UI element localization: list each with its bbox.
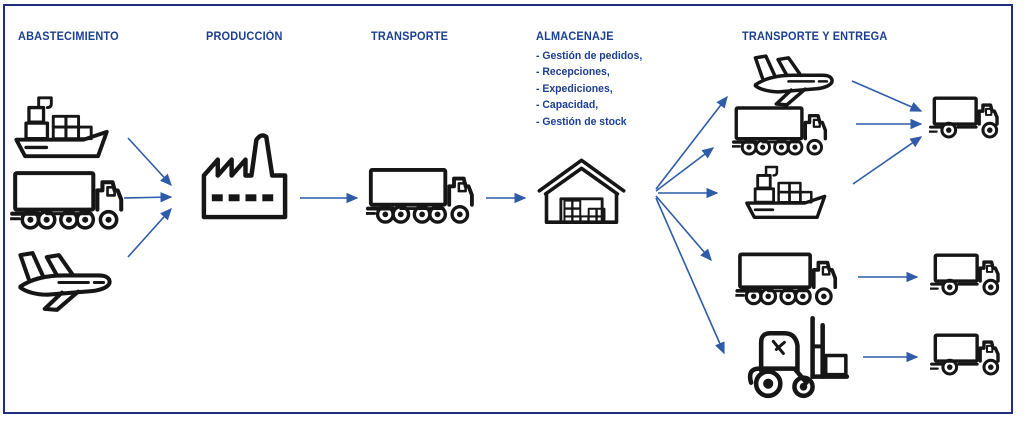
delivery-truck-icon [930,329,1006,384]
bullet-item: - Recepciones, [536,66,610,79]
factory-icon [193,126,296,225]
bullet-item: - Expediciones, [536,82,613,95]
delivery-truck-icon [929,92,1005,147]
airplane-icon [12,246,114,317]
bullet-item: - Gestión de stock [536,115,627,128]
stage-title-produccion: PRODUCCIÓN [206,31,283,43]
stage-title-abastecimiento: ABASTECIMIENTO [18,31,119,43]
diagram-border [3,4,1013,414]
cargo-truck-icon [735,248,847,310]
stage-title-transporte: TRANSPORTE [371,31,449,43]
cargo-ship-icon [745,162,829,224]
stage-title-transporte-entrega: TRANSPORTE Y ENTREGA [742,31,888,43]
cargo-truck-icon [10,166,134,235]
cargo-ship-icon [14,92,112,164]
delivery-truck-icon [930,249,1006,304]
cargo-truck-icon [366,163,484,229]
warehouse-icon [531,154,632,224]
stage-title-almacenaje: ALMACENAJE [536,31,614,43]
forklift-icon [742,316,863,401]
bullet-item: - Gestión de pedidos, [536,50,643,62]
almacenaje-bullet-list: - Gestión de pedidos, - Recepciones, - E… [536,48,642,130]
bullet-item: - Capacidad, [536,99,599,112]
cargo-truck-icon [732,102,836,160]
